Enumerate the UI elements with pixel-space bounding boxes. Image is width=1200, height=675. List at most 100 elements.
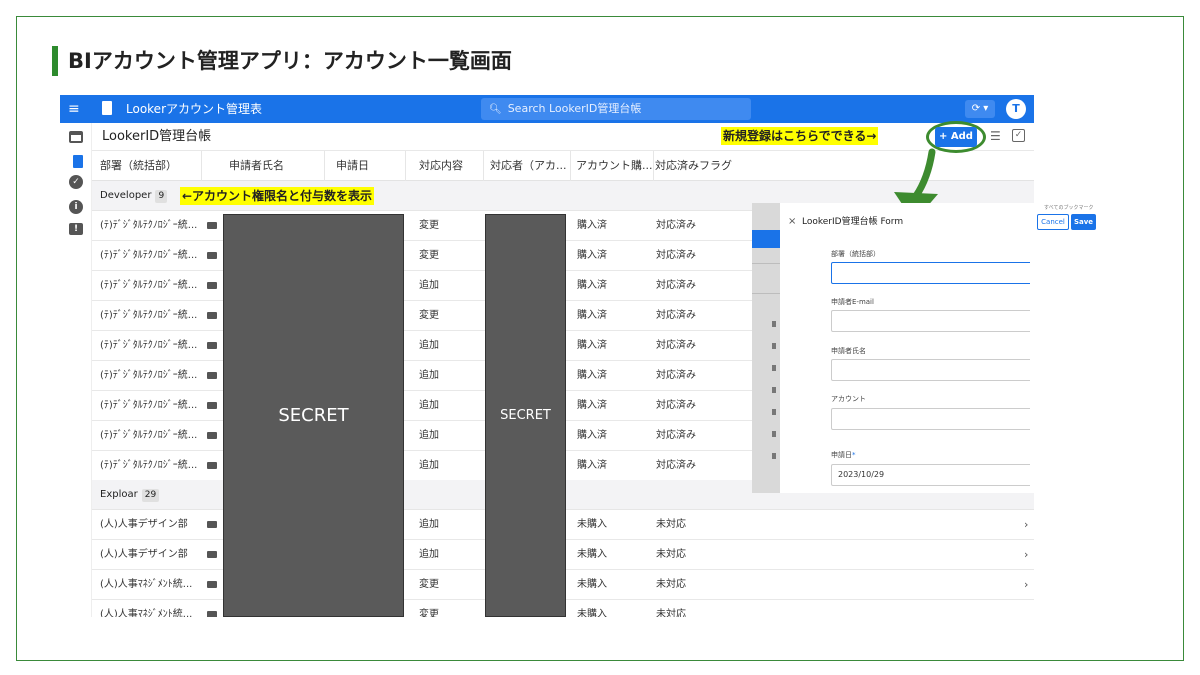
- close-icon[interactable]: ×: [788, 216, 797, 227]
- chevron-right-icon[interactable]: ›: [1024, 548, 1029, 561]
- mail-icon[interactable]: [207, 581, 217, 588]
- date-input[interactable]: 2023/10/29: [831, 464, 1051, 486]
- column-header-applicant[interactable]: 申請者氏名: [229, 159, 284, 172]
- dept-input[interactable]: [831, 262, 1051, 284]
- action-cell: 追加: [419, 430, 439, 441]
- dept-cell: (ﾃ)ﾃﾞｼﾞﾀﾙﾃｸﾉﾛｼﾞｰ統...: [100, 310, 198, 321]
- redaction-block: SECRET: [223, 214, 404, 617]
- search-icon: 🔍︎: [489, 104, 502, 115]
- purchase-cell: 未購入: [577, 549, 607, 560]
- purchase-cell: 購入済: [577, 340, 607, 351]
- search-input[interactable]: 🔍︎ Search LookerID管理台帳: [481, 98, 751, 120]
- calendar-icon[interactable]: [69, 131, 83, 143]
- column-separator: [201, 151, 202, 181]
- mail-icon[interactable]: [207, 611, 217, 617]
- clipboard-icon: [102, 101, 112, 115]
- email-input[interactable]: [831, 310, 1051, 332]
- action-cell: 追加: [419, 400, 439, 411]
- strip-mark: [772, 343, 776, 349]
- column-header-action[interactable]: 対応内容: [419, 159, 463, 172]
- background-table-strip: [752, 203, 780, 493]
- column-separator: [405, 151, 406, 181]
- column-headers: 部署（統括部） 申請者氏名 申請日 対応内容 対応者（アカ... アカウント購.…: [92, 151, 1034, 181]
- name-input[interactable]: [831, 359, 1051, 381]
- save-button[interactable]: Save: [1071, 214, 1096, 230]
- field-label-dept: 部署（統括部）: [831, 250, 880, 258]
- field-label-name: 申請者氏名: [831, 347, 866, 355]
- column-header-dept[interactable]: 部署（統括部）: [100, 159, 177, 172]
- app-topbar: ≡ Lookerアカウント管理表 🔍︎Search LookerID管理台帳 ⟳…: [60, 95, 1034, 123]
- mail-icon[interactable]: [207, 551, 217, 558]
- group-count: 9: [155, 190, 168, 203]
- action-cell: 追加: [419, 370, 439, 381]
- action-cell: 変更: [419, 250, 439, 261]
- group-name: Developer: [100, 190, 152, 201]
- strip-mark: [772, 365, 776, 371]
- check-circle-icon[interactable]: ✓: [68, 174, 84, 190]
- mail-icon[interactable]: [207, 402, 217, 409]
- avatar[interactable]: T: [1006, 99, 1026, 119]
- required-mark: *: [852, 451, 856, 459]
- search-placeholder: Search LookerID管理台帳: [507, 102, 642, 115]
- group-count: 29: [141, 489, 160, 502]
- account-select[interactable]: ▾: [831, 408, 1051, 430]
- mail-icon[interactable]: [207, 432, 217, 439]
- flag-cell: 未対応: [656, 609, 686, 617]
- action-cell: 追加: [419, 340, 439, 351]
- select-checkbox-icon[interactable]: ✓: [1012, 129, 1025, 142]
- info-icon[interactable]: i: [68, 199, 84, 215]
- mail-icon[interactable]: [207, 252, 217, 259]
- dept-cell: (人)人事デザイン部: [100, 549, 188, 560]
- column-header-date[interactable]: 申請日: [336, 159, 369, 172]
- left-nav: ✓ i !: [60, 123, 92, 617]
- mail-icon[interactable]: [207, 462, 217, 469]
- purchase-cell: 購入済: [577, 430, 607, 441]
- mail-icon[interactable]: [207, 342, 217, 349]
- column-separator: [483, 151, 484, 181]
- strip-mark: [772, 409, 776, 415]
- mail-icon[interactable]: [207, 282, 217, 289]
- app-window: ≡ Lookerアカウント管理表 🔍︎Search LookerID管理台帳 ⟳…: [60, 95, 1034, 617]
- form-actions: すべてのブックマーク: [1030, 203, 1100, 493]
- flag-cell: 未対応: [656, 519, 686, 530]
- clipboard-icon[interactable]: [70, 153, 86, 169]
- feedback-icon[interactable]: !: [68, 221, 84, 237]
- flag-cell: 対応済み: [656, 340, 696, 351]
- chevron-right-icon[interactable]: ›: [1024, 578, 1029, 591]
- filter-icon[interactable]: ☰: [990, 129, 1001, 143]
- flag-cell: 対応済み: [656, 460, 696, 471]
- sync-button[interactable]: ⟳ ▾: [965, 100, 995, 118]
- mail-icon[interactable]: [207, 312, 217, 319]
- column-header-handler[interactable]: 対応者（アカ...: [490, 159, 567, 172]
- redaction-block: SECRET: [485, 214, 566, 617]
- cancel-button[interactable]: Cancel: [1037, 214, 1069, 230]
- column-header-purchase[interactable]: アカウント購...: [576, 159, 653, 172]
- flag-cell: 対応済み: [656, 220, 696, 231]
- table-title: LookerID管理台帳: [102, 129, 212, 144]
- purchase-cell: 未購入: [577, 519, 607, 530]
- mail-icon[interactable]: [207, 372, 217, 379]
- mail-icon[interactable]: [207, 521, 217, 528]
- purchase-cell: 購入済: [577, 460, 607, 471]
- grid-icon[interactable]: [68, 243, 84, 259]
- mail-icon[interactable]: [207, 222, 217, 229]
- chevron-right-icon[interactable]: ›: [1024, 518, 1029, 531]
- bookmark-note: すべてのブックマーク: [1044, 205, 1094, 211]
- dept-cell: (人)人事デザイン部: [100, 519, 188, 530]
- slide-title: BIアカウント管理アプリ：アカウント一覧画面: [68, 49, 512, 73]
- menu-icon[interactable]: ≡: [68, 101, 80, 117]
- action-cell: 追加: [419, 460, 439, 471]
- action-cell: 変更: [419, 579, 439, 590]
- flag-cell: 対応済み: [656, 310, 696, 321]
- strip-mark: [772, 387, 776, 393]
- purchase-cell: 購入済: [577, 220, 607, 231]
- dept-cell: (ﾃ)ﾃﾞｼﾞﾀﾙﾃｸﾉﾛｼﾞｰ統...: [100, 250, 198, 261]
- flag-cell: 対応済み: [656, 250, 696, 261]
- table-row[interactable]: (人)人事ﾏﾈｼﾞﾒﾝﾄ統...変更未購入未対応: [92, 600, 1034, 617]
- column-separator: [570, 151, 571, 181]
- add-button[interactable]: + Add: [935, 127, 977, 147]
- dept-cell: (ﾃ)ﾃﾞｼﾞﾀﾙﾃｸﾉﾛｼﾞｰ統...: [100, 220, 198, 231]
- purchase-cell: 購入済: [577, 280, 607, 291]
- column-header-flag[interactable]: 対応済みフラグ: [655, 159, 732, 172]
- dept-cell: (ﾃ)ﾃﾞｼﾞﾀﾙﾃｸﾉﾛｼﾞｰ統...: [100, 400, 198, 411]
